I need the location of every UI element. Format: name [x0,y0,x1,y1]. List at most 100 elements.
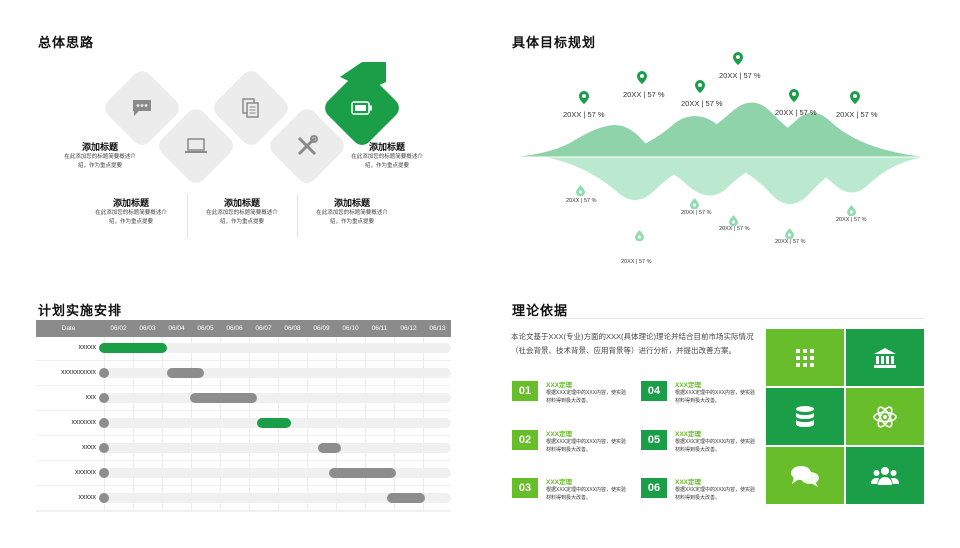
gantt-bar[interactable] [329,468,396,478]
block-5-text-b: 绍，作为重点提要 [364,163,409,169]
gantt-date-header: 06/02 [110,325,127,332]
arrow-tip [340,62,386,90]
top-label-6: 20XX | 57 % [836,110,878,119]
separator [297,194,298,238]
block-3-text-b: 绍，作为重点提要 [219,219,264,225]
block-4-text-a: 在此添加您的标题简要概述介 [316,210,388,216]
block-1-text-a: 在此添加您的标题简要概述介 [64,154,136,160]
gantt-row-marker [99,393,109,403]
database-icon [796,405,814,427]
tile-bank [846,329,924,386]
top-label-1: 20XX | 57 % [563,110,605,119]
gantt-row-divider [36,360,451,361]
tile-atom [846,388,924,445]
map-pin-icon [695,80,705,98]
tile-users [846,447,924,504]
theorem-text-4: 根据XXX定理中的XXX内容，使实验材料得到极大改善。 [675,390,756,404]
grid-dots-icon [796,348,814,367]
theorem-number-6: 06 [641,478,667,498]
block-3-text-a: 在此添加您的标题简要概述介 [206,210,278,216]
gantt-row-label: xxxxx [78,494,97,501]
chat-bubble-icon [129,95,155,121]
block-4-title: 添加标题 [333,198,370,208]
gantt-track [100,468,451,478]
section4-title: 理论依据 [512,303,569,318]
block-2-text-a: 在此添加您的标题简要概述介 [95,210,167,216]
bottom-label-3: 20XX | 57 % [681,210,712,216]
gantt-row-label: xxxxx [78,344,97,351]
battery-icon [349,95,375,121]
gantt-bar[interactable] [189,393,257,403]
gantt-row-divider [36,510,451,511]
laptop-icon [183,133,209,159]
top-label-3: 20XX | 57 % [681,99,723,108]
gantt-row-marker [99,368,109,378]
drop-pin-icon [635,228,644,246]
gantt-date-header: 06/12 [400,325,417,332]
gantt-date-header: 06/04 [168,325,185,332]
bottom-label-2: 20XX | 57 % [621,259,652,265]
drop-pin-icon [576,183,585,201]
tile-database [766,388,844,445]
gantt-bar[interactable] [166,368,205,378]
block-1-title: 添加标题 [81,142,118,152]
mountain-wave-graphic [515,102,925,204]
gantt-track [100,443,451,453]
tile-grid [766,329,844,386]
theorem-text-5: 根据XXX定理中的XXX内容，使实验材料得到极大改善。 [675,439,756,453]
drop-pin-icon [729,213,738,231]
gantt-bar[interactable] [317,443,341,453]
bottom-label-1: 20XX | 57 % [566,198,597,204]
separator [187,194,188,238]
gantt-track [100,368,451,378]
gantt-bar[interactable] [256,418,292,428]
gantt-row-divider [36,460,451,461]
gantt-date-header: 06/05 [197,325,214,332]
gantt-row-marker [99,493,109,503]
gantt-row-label: xxx [85,394,97,401]
block-2-title: 添加标题 [112,198,149,208]
gantt-track [100,493,451,503]
users-icon [871,466,899,485]
atom-icon [873,405,897,428]
chat-bubbles-icon [791,465,819,487]
theorem-text-3: 根据XXX定理中的XXX内容，使实验材料得到极大改善。 [546,487,627,501]
theorem-text-1: 根据XXX定理中的XXX内容，使实验材料得到极大改善。 [546,390,627,404]
tools-icon [294,133,320,159]
gantt-bar[interactable] [387,493,425,503]
gantt-date-header: 06/06 [226,325,243,332]
block-1-text-b: 绍，作为重点提要 [77,163,122,169]
theorem-title-3: XXX定理 [546,479,573,486]
gantt-row-label: xxxxxx [75,469,96,476]
gantt-row-divider [36,385,451,386]
section2-title: 具体目标规划 [512,35,597,50]
theorem-number-4: 04 [641,381,667,401]
gantt-date-header: 06/10 [342,325,359,332]
block-3-title: 添加标题 [223,198,260,208]
block-4-text-b: 绍，作为重点提要 [329,219,374,225]
gantt-row-label: xxxxxxx [71,419,97,426]
theorem-title-5: XXX定理 [675,431,702,438]
block-2-text-b: 绍，作为重点提要 [108,219,153,225]
gantt-track [100,343,451,353]
map-pin-icon [850,91,860,109]
gantt-bar[interactable] [100,343,167,353]
theorem-title-4: XXX定理 [675,382,702,389]
gantt-date-header: 06/03 [139,325,156,332]
tile-chat [766,447,844,504]
block-5-title: 添加标题 [368,142,405,152]
gantt-header-date: Date [61,325,76,332]
theorem-number-5: 05 [641,430,667,450]
theorem-text-2: 根据XXX定理中的XXX内容，使实验材料得到极大改善。 [546,439,627,453]
theorem-text-6: 根据XXX定理中的XXX内容，使实验材料得到极大改善。 [675,487,756,501]
bottom-label-6: 20XX | 57 % [836,217,867,223]
gantt-date-header: 06/11 [371,325,388,332]
theorem-title-1: XXX定理 [546,382,573,389]
gantt-row-label: xxxxxxxxxx [61,369,96,376]
gantt-row-divider [36,435,451,436]
drop-pin-icon [785,226,794,244]
documents-icon [238,95,264,121]
title-rule [510,318,925,319]
gantt-row-marker [99,418,109,428]
